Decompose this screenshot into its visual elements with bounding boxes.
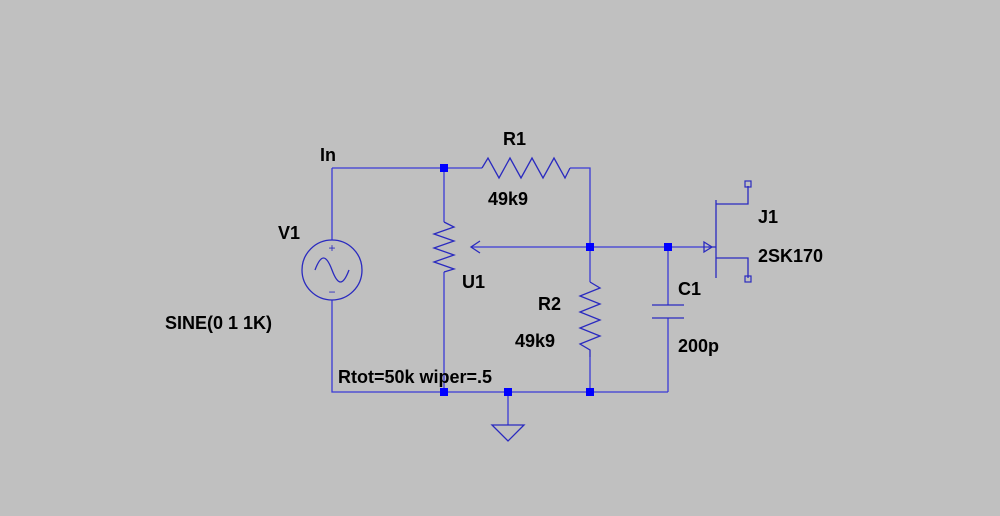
j1-jfet[interactable] [703,180,752,283]
c1-value[interactable]: 200p [678,336,719,356]
j1-value[interactable]: 2SK170 [758,246,823,266]
u1-zigzag [432,221,457,273]
ground-symbol[interactable] [490,424,526,442]
v1-value[interactable]: SINE(0 1 1K) [165,313,272,333]
v1-circle [301,239,363,301]
r2-value[interactable]: 49k9 [515,331,555,351]
u1-value[interactable]: Rtot=50k wiper=.5 [338,367,492,387]
junction-gate[interactable] [664,243,672,251]
c1-ref[interactable]: C1 [678,279,701,299]
wiper-arrow-icon [469,240,481,254]
wire-r1-to-mid[interactable] [570,167,591,247]
u1-potentiometer[interactable] [432,221,481,273]
r1-value[interactable]: 49k9 [488,189,528,209]
junction-mid[interactable] [586,243,594,251]
r1-ref[interactable]: R1 [503,129,526,149]
j1-source-pin[interactable] [744,275,752,283]
net-label-in[interactable]: In [320,145,336,165]
j1-ref[interactable]: J1 [758,207,778,227]
junction-gnd[interactable] [504,388,512,396]
r2-resistor[interactable] [578,281,602,357]
c1-capacitor[interactable] [652,304,684,319]
v1-plus-sign: + [328,241,335,255]
junction-gnd-r2[interactable] [586,388,594,396]
r1-zigzag [481,156,571,180]
v1-ref[interactable]: V1 [278,223,300,243]
junctions [440,164,672,396]
junction-gnd-u1[interactable] [440,388,448,396]
sine-wave-icon [314,257,350,283]
wire-ground-bus[interactable] [331,300,668,393]
u1-ref[interactable]: U1 [462,272,485,292]
r2-ref[interactable]: R2 [538,294,561,314]
gate-arrow-icon [703,240,714,254]
labels: In R1 49k9 V1 SINE(0 1 1K) U1 Rtot=50k w… [165,129,823,387]
j1-drain-lead [716,186,749,205]
ground-icon [490,424,526,442]
junction-in[interactable] [440,164,448,172]
j1-drain-pin[interactable] [744,180,752,188]
j1-source-lead [716,257,749,278]
r2-zigzag [578,281,602,357]
v1-source[interactable]: + − [301,239,363,301]
v1-minus-sign: − [328,285,335,299]
r1-resistor[interactable] [481,156,571,180]
